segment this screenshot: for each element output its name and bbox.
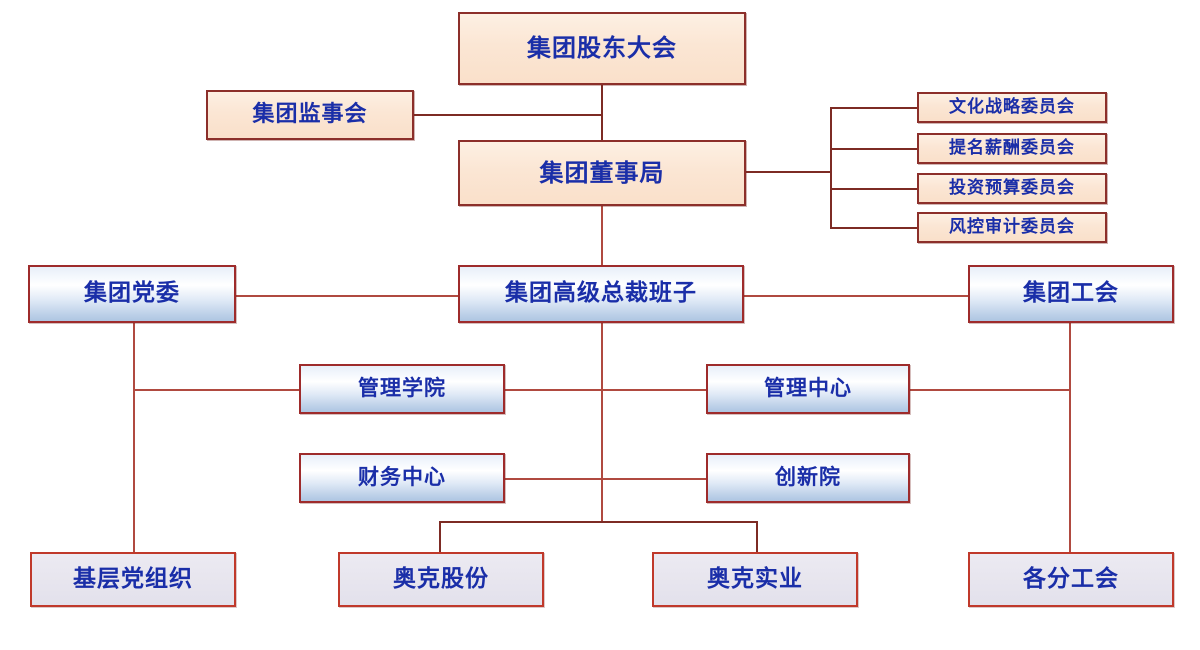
- connector-finance-innovation: [503, 478, 710, 480]
- node-president-team[interactable]: 集团高级总裁班子: [458, 265, 744, 323]
- connector-board-president: [601, 206, 603, 265]
- node-aoke-industry-label: 奥克实业: [707, 565, 803, 592]
- node-supervisors-label: 集团监事会: [252, 101, 368, 127]
- node-management-center-label: 管理中心: [764, 376, 852, 401]
- connector-committee-nomination: [830, 148, 918, 150]
- node-shareholders-label: 集团股东大会: [527, 34, 677, 63]
- connector-party-academy: [133, 389, 301, 391]
- connector-committee-risk: [830, 227, 918, 229]
- node-party-committee-label: 集团党委: [84, 280, 180, 307]
- node-party-committee[interactable]: 集团党委: [28, 265, 236, 323]
- connector-committee-investment: [830, 188, 918, 190]
- node-board-label: 集团董事局: [539, 158, 665, 187]
- node-finance-center[interactable]: 财务中心: [299, 453, 505, 503]
- connector-committee-culture: [830, 107, 918, 109]
- node-management-academy[interactable]: 管理学院: [299, 364, 505, 414]
- connector-subsidiary-bar: [439, 521, 758, 523]
- connector-party-grassroots: [133, 323, 135, 554]
- node-committee-culture[interactable]: 文化战略委员会: [917, 92, 1107, 123]
- node-committee-investment[interactable]: 投资预算委员会: [917, 173, 1107, 204]
- connector-board-committees-stub: [744, 171, 832, 173]
- node-innovation-institute-label: 创新院: [775, 465, 841, 490]
- node-supervisors[interactable]: 集团监事会: [206, 90, 414, 140]
- node-aoke-industry[interactable]: 奥克实业: [652, 552, 858, 607]
- connector-academy-center: [503, 389, 710, 391]
- node-labor-union[interactable]: 集团工会: [968, 265, 1174, 323]
- node-committee-risk[interactable]: 风控审计委员会: [917, 212, 1107, 243]
- connector-president-union: [743, 295, 970, 297]
- node-finance-center-label: 财务中心: [358, 465, 446, 490]
- node-committee-risk-label: 风控审计委员会: [949, 217, 1075, 238]
- node-committee-investment-label: 投资预算委员会: [949, 178, 1075, 199]
- node-aoke-shares[interactable]: 奥克股份: [338, 552, 544, 607]
- node-labor-union-label: 集团工会: [1023, 280, 1119, 307]
- connector-drop-aoke-shares: [439, 521, 441, 554]
- node-grassroots-party[interactable]: 基层党组织: [30, 552, 236, 607]
- node-president-team-label: 集团高级总裁班子: [505, 280, 697, 307]
- node-board[interactable]: 集团董事局: [458, 140, 746, 206]
- connector-committee-trunk: [830, 107, 832, 229]
- connector-president-trunk: [601, 323, 603, 523]
- connector-drop-aoke-industry: [756, 521, 758, 554]
- node-branch-unions[interactable]: 各分工会: [968, 552, 1174, 607]
- node-committee-nomination[interactable]: 提名薪酬委员会: [917, 133, 1107, 164]
- node-management-center[interactable]: 管理中心: [706, 364, 910, 414]
- node-shareholders[interactable]: 集团股东大会: [458, 12, 746, 85]
- node-management-academy-label: 管理学院: [358, 376, 446, 401]
- node-innovation-institute[interactable]: 创新院: [706, 453, 910, 503]
- connector-shareholders-board: [601, 85, 603, 141]
- connector-union-branches: [1069, 323, 1071, 554]
- node-grassroots-party-label: 基层党组织: [73, 565, 193, 592]
- node-branch-unions-label: 各分工会: [1023, 565, 1119, 592]
- connector-supervisors-trunk: [412, 114, 602, 116]
- connector-party-president: [236, 295, 462, 297]
- node-aoke-shares-label: 奥克股份: [393, 565, 489, 592]
- node-committee-culture-label: 文化战略委员会: [949, 97, 1075, 118]
- connector-union-management-center: [908, 389, 1071, 391]
- node-committee-nomination-label: 提名薪酬委员会: [949, 138, 1075, 159]
